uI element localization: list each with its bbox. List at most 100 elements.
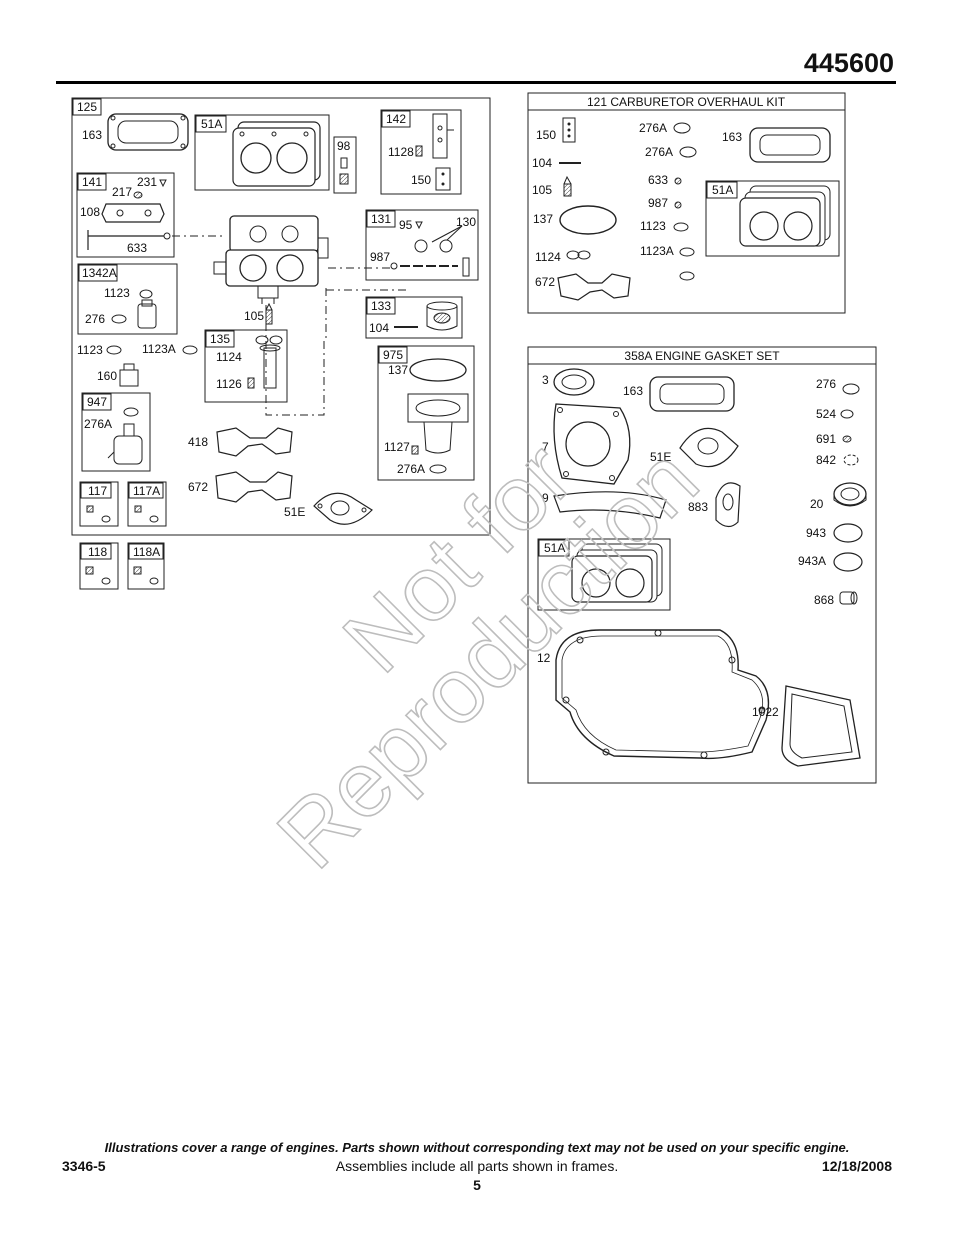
set-ring-842 [843, 454, 859, 466]
carb-kit-title: 121 CARBURETOR OVERHAUL KIT [587, 95, 786, 109]
set-washer-524 [840, 409, 854, 419]
washer-117 [101, 515, 111, 523]
carburetor-overhaul-kit: 121 CARBURETOR OVERHAUL KIT 150 276A 276… [527, 92, 846, 314]
set-gasket-1022 [781, 685, 861, 767]
label-276A-2: 276A [397, 462, 425, 476]
set-gasket-51E [679, 427, 739, 468]
frame-358A [527, 346, 877, 784]
left-panel: 125 163 51A 98 142 1128 [71, 97, 491, 536]
frame-133 [365, 296, 463, 339]
frame-121 [527, 92, 846, 314]
label-217: 217 [112, 185, 132, 199]
set-head-gasket-7 [553, 403, 631, 485]
set-gasket-163 [649, 376, 735, 412]
kit-gasket-672 [557, 273, 631, 301]
kit-tag-box-51A [706, 181, 738, 199]
kit-frame-51A [705, 180, 840, 257]
frame-118A [127, 542, 165, 590]
frame-125 [71, 97, 491, 536]
tag-118: 118 [88, 545, 107, 559]
set-label-868: 868 [814, 593, 834, 607]
kit-washer-1123 [673, 222, 689, 232]
label-1128: 1128 [388, 145, 414, 159]
label-276A: 276A [84, 417, 112, 431]
choke-linkage-141-drawing [87, 179, 171, 250]
set-tag-51A: 51A [544, 541, 565, 555]
tag-box-947 [82, 393, 112, 411]
tag-box-1342A [78, 264, 118, 282]
tag-box-118A [128, 543, 164, 560]
set-tag-box-51A [538, 539, 570, 557]
frame-131 [365, 209, 479, 281]
tag-box-135 [205, 330, 235, 348]
set-seal-20 [833, 482, 867, 507]
kit-oring-137 [559, 205, 617, 235]
set-part-691 [842, 435, 852, 443]
label-108: 108 [80, 205, 100, 219]
frame-51A [194, 114, 330, 191]
kit-washer-276A-2 [679, 146, 697, 158]
leader-lines [172, 235, 410, 416]
kit-washer-1123A [679, 247, 695, 257]
label-1123: 1123 [104, 286, 130, 300]
set-plug-868 [839, 591, 858, 605]
label-95: 95 [399, 218, 413, 232]
set-label-524: 524 [816, 407, 836, 421]
set-label-20: 20 [810, 497, 824, 511]
kit-label-1123A: 1123A [640, 244, 674, 258]
set-oring-943A [833, 552, 863, 572]
tag-117A: 117A [133, 484, 160, 498]
set-label-691: 691 [816, 432, 836, 446]
frame-117 [79, 481, 119, 527]
tag-975: 975 [383, 348, 403, 362]
set-seal-3 [553, 368, 595, 396]
footer-assemblies: Assemblies include all parts shown in fr… [335, 1158, 619, 1174]
frame-142 [380, 109, 462, 195]
frame-947 [81, 392, 151, 472]
label-1123-b: 1123 [77, 343, 103, 357]
carburetor-body-drawing [213, 215, 329, 304]
set-gasket-9 [553, 491, 667, 519]
screw-117A [134, 505, 142, 513]
frame-1342A [77, 263, 178, 335]
kit-clip-987 [674, 201, 682, 209]
kit-label-987: 987 [648, 196, 668, 210]
screw-98-drawing [339, 157, 349, 185]
solenoid-947-drawing [107, 407, 143, 465]
washer-1123A [182, 345, 198, 355]
float-bowl-975-drawing [407, 358, 469, 474]
label-1124: 1124 [216, 350, 242, 364]
kit-tag-51A: 51A [712, 183, 733, 197]
tag-118A: 118A [133, 545, 160, 559]
set-gasket-883 [715, 482, 741, 528]
set-label-3: 3 [542, 373, 549, 387]
kit-label-1124: 1124 [535, 250, 561, 264]
set-gasket-51A [571, 543, 663, 603]
washer-1123-b [106, 345, 122, 355]
set-label-883: 883 [688, 500, 708, 514]
label-105: 105 [244, 309, 264, 323]
gasket-51E-drawing [313, 492, 373, 525]
tag-box-131 [366, 210, 396, 228]
set-label-943A: 943A [798, 554, 826, 568]
kit-label-276A-2: 276A [645, 145, 673, 159]
tag-box-975 [378, 346, 408, 364]
label-418: 418 [188, 435, 208, 449]
label-150: 150 [411, 173, 431, 187]
kit-seals-1124 [566, 250, 591, 260]
tag-box-51A [195, 115, 227, 133]
set-label-7: 7 [542, 440, 549, 454]
kit-label-276A: 276A [639, 121, 667, 135]
label-51E: 51E [284, 505, 305, 519]
tag-117: 117 [88, 484, 107, 498]
needle-105-drawing [265, 302, 273, 325]
label-633: 633 [127, 241, 147, 255]
document-id: 3346-5 [62, 1158, 106, 1174]
set-label-1022: 1022 [752, 705, 779, 719]
tag-947: 947 [87, 395, 107, 409]
screw-118 [85, 566, 94, 575]
tag-box-133 [366, 297, 396, 315]
set-frame-51A [537, 538, 671, 611]
label-231: 231 [137, 175, 157, 189]
tag-135: 135 [210, 332, 230, 346]
